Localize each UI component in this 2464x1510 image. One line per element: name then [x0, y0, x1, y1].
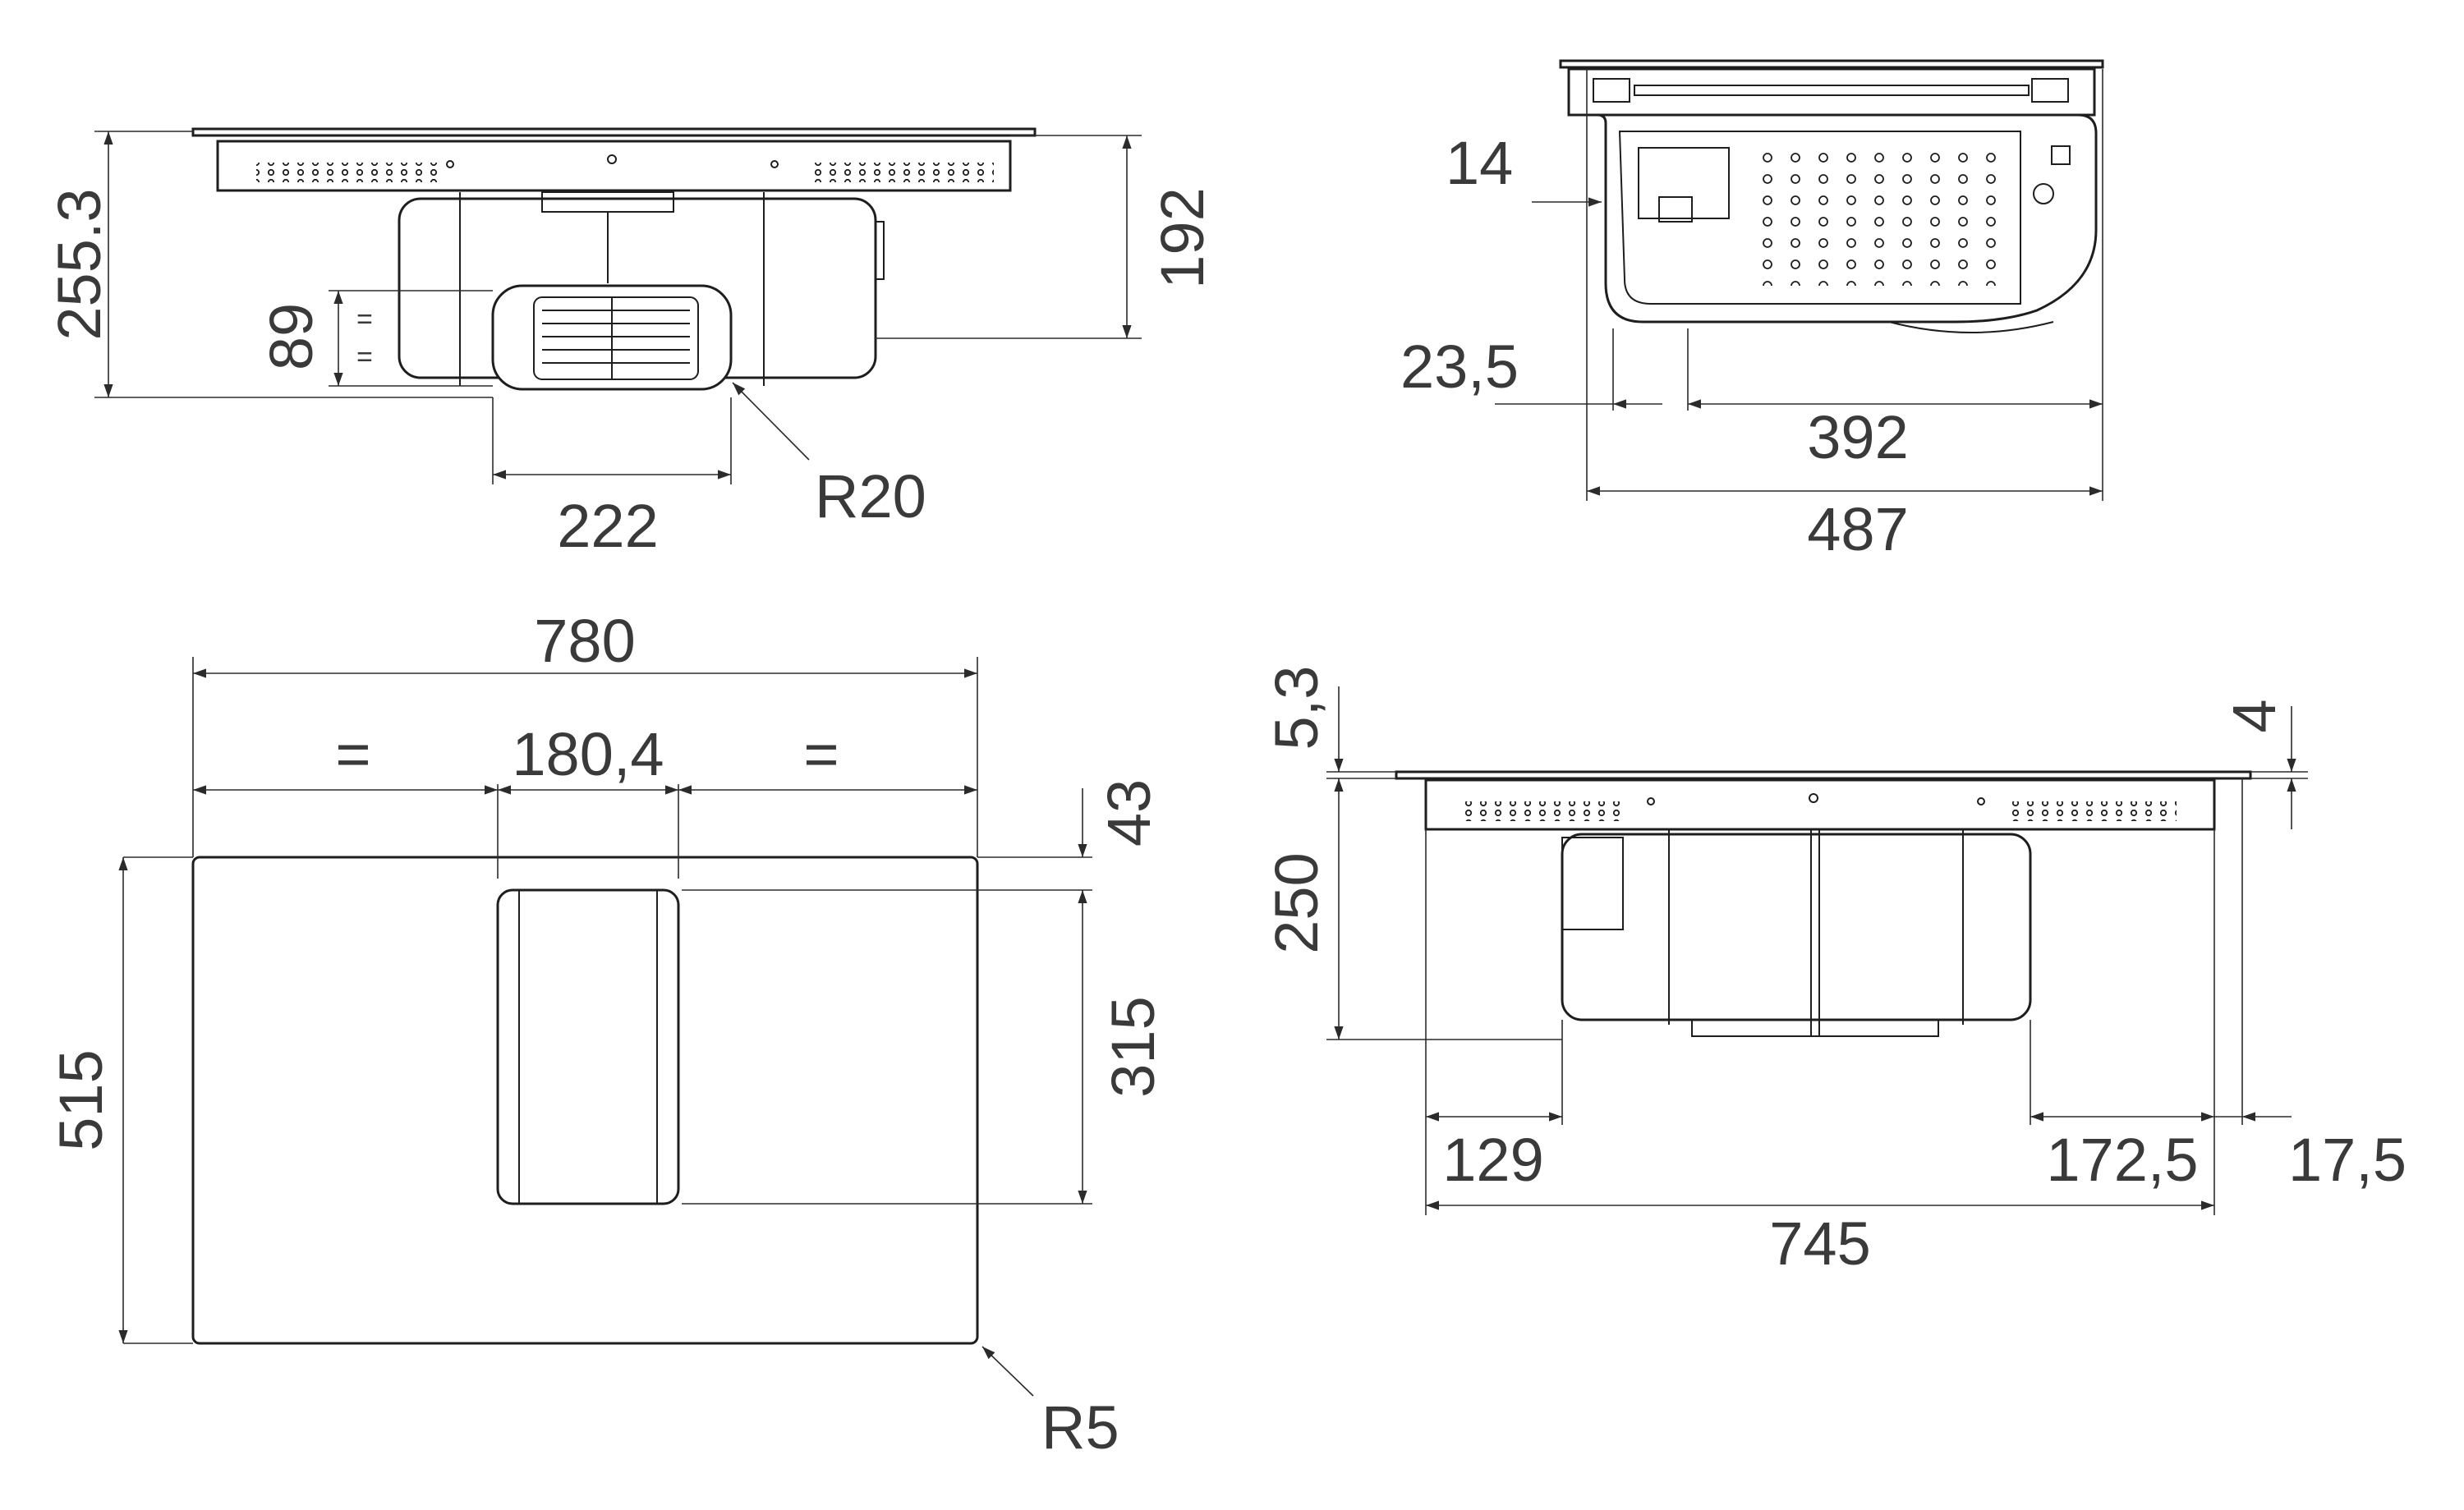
vent-slots-right	[813, 163, 994, 182]
label-rear-height: 250	[1262, 852, 1331, 953]
label-front-height-total: 255.3	[45, 188, 113, 340]
side-view: 14 23,5 392 487	[1400, 59, 2104, 563]
side-frame	[1567, 67, 2096, 117]
label-top-depth: 515	[47, 1049, 115, 1150]
vent-slots-left	[256, 163, 437, 182]
label-frame-thickness: 4	[2220, 699, 2288, 732]
rear-vent-right	[2012, 801, 2177, 821]
label-side-total-depth: 487	[1807, 495, 1908, 563]
leader-r20	[732, 382, 810, 461]
side-grille-lower	[1749, 215, 1996, 286]
label-rear-right-offset: 172,5	[2046, 1126, 2198, 1194]
svg-text:=: =	[356, 342, 373, 373]
side-glass-top	[1559, 59, 2104, 69]
fan-grille	[542, 297, 690, 379]
control-box	[1638, 147, 1730, 219]
label-equal-right: =	[803, 720, 839, 788]
label-rear-width: 745	[1769, 1209, 1870, 1278]
label-cutout-offset: 43	[1095, 779, 1163, 847]
label-duct-radius: R20	[815, 462, 926, 530]
label-side-gap: 23,5	[1400, 333, 1519, 401]
rear-glass-top	[1395, 770, 2252, 780]
label-equal-left: =	[335, 720, 370, 788]
label-front-height-body: 192	[1148, 187, 1216, 288]
label-glass-thickness: 5,3	[1262, 666, 1331, 750]
rear-motor-housing	[1561, 833, 2032, 1021]
rear-vent-left	[1462, 801, 1626, 821]
extraction-cutout	[496, 888, 680, 1205]
label-cutout-width: 180,4	[512, 720, 664, 788]
side-grille-upper	[1749, 148, 1996, 213]
label-rear-left-offset: 129	[1442, 1126, 1543, 1194]
label-side-inner-depth: 392	[1807, 403, 1908, 471]
label-duct-width: 222	[557, 492, 658, 560]
label-rear-edge-offset: 17,5	[2288, 1126, 2407, 1194]
label-duct-height: 89	[257, 303, 325, 370]
label-corner-radius: R5	[1041, 1393, 1119, 1462]
leader-r5	[981, 1346, 1034, 1397]
glass-top	[191, 127, 1037, 137]
top-view: 780 = 180,4 = 515 43 315 R5	[47, 607, 1167, 1462]
front-view: = = 255.3 192 89 222 R20	[45, 127, 1216, 560]
rear-view: 5,3 4 250 129 172,5 17,5 745	[1262, 666, 2407, 1278]
label-top-width: 780	[534, 607, 635, 675]
label-cutout-length: 315	[1099, 996, 1167, 1097]
label-side-offset: 14	[1446, 129, 1513, 197]
svg-text:=: =	[356, 304, 373, 335]
